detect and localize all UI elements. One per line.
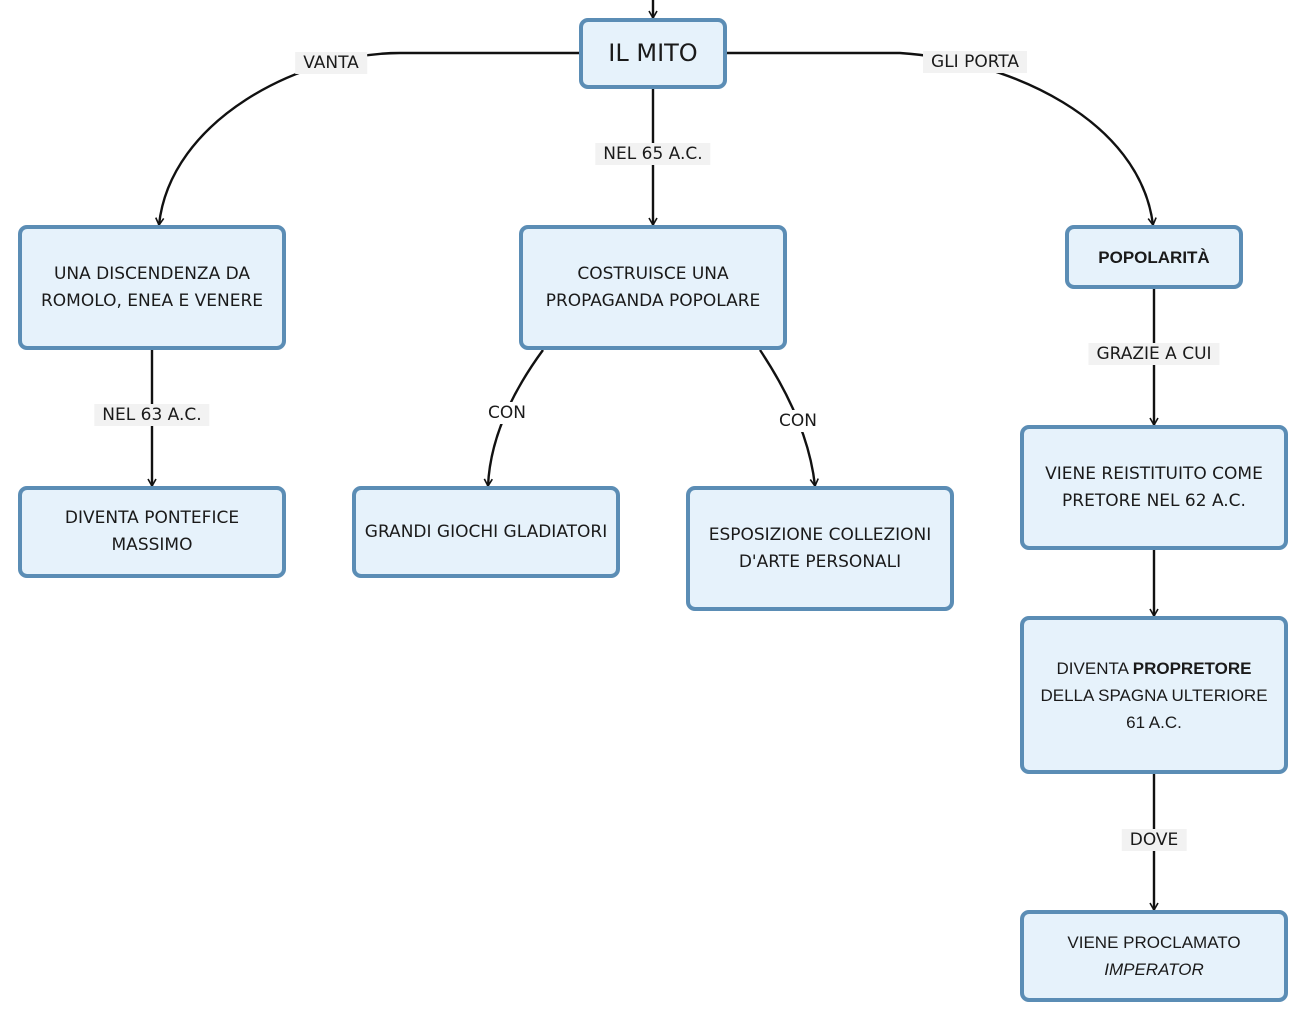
node-imperator[interactable]: VIENE PROCLAMATO IMPERATOR [1020,910,1288,1002]
node-pretore-text: VIENE REISTITUITO COME PRETORE NEL 62 A.… [1045,463,1263,511]
node-propaganda[interactable]: COSTRUISCE UNA PROPAGANDA POPOLARE [519,225,787,350]
node-discendenza-text: UNA DISCENDENZA DA ROMOLO, ENEA E VENERE [40,263,264,311]
edge-mito-popolarita [726,51,1157,227]
node-giochi[interactable]: GRANDI GIOCHI GLADIATORI [352,486,620,578]
label-gli-porta: GLI PORTA [923,51,1027,73]
edge-mito-discendenza [155,51,580,227]
label-con-giochi: CON [480,402,534,424]
label-grazie-a-cui: GRAZIE A CUI [1088,343,1220,365]
node-il-mito[interactable]: IL MITO [579,18,727,89]
node-imperator-text: VIENE PROCLAMATO IMPERATOR [1067,929,1240,983]
node-pretore[interactable]: VIENE REISTITUITO COME PRETORE NEL 62 A.… [1020,425,1288,550]
node-pontefice-text: DIVENTA PONTEFICE MASSIMO [64,508,240,555]
node-popolarita[interactable]: POPOLARITÀ [1065,225,1243,289]
node-esposizione-text: ESPOSIZIONE COLLEZIONI D'ARTE PERSONALI [708,524,932,572]
label-dove: DOVE [1121,829,1187,851]
label-con-esposizione: CON [771,410,825,432]
node-propretore[interactable]: DIVENTA PROPRETORE DELLA SPAGNA ULTERIOR… [1020,616,1288,774]
propretore-bold: PROPRETORE [1132,658,1252,678]
node-propretore-text: DIVENTA PROPRETORE DELLA SPAGNA ULTERIOR… [1030,655,1278,736]
node-il-mito-text: IL MITO [608,39,698,67]
imperator-line1: VIENE PROCLAMATO [1067,933,1241,952]
label-vanta: VANTA [295,52,367,74]
imperator-line2: IMPERATOR [1104,960,1204,979]
node-popolarita-text: POPOLARITÀ [1098,247,1210,267]
label-nel-63: NEL 63 A.C. [94,404,210,426]
node-pontefice[interactable]: DIVENTA PONTEFICE MASSIMO [18,486,286,578]
label-nel-65: NEL 65 A.C. [595,143,711,165]
node-propaganda-text: COSTRUISCE UNA PROPAGANDA POPOLARE [545,263,761,311]
propretore-prefix: DIVENTA [1056,658,1129,678]
node-esposizione[interactable]: ESPOSIZIONE COLLEZIONI D'ARTE PERSONALI [686,486,954,611]
node-giochi-text: GRANDI GIOCHI GLADIATORI [364,521,608,542]
propretore-suffix: DELLA SPAGNA ULTERIORE 61 A.C. [1040,685,1268,732]
node-discendenza[interactable]: UNA DISCENDENZA DA ROMOLO, ENEA E VENERE [18,225,286,350]
